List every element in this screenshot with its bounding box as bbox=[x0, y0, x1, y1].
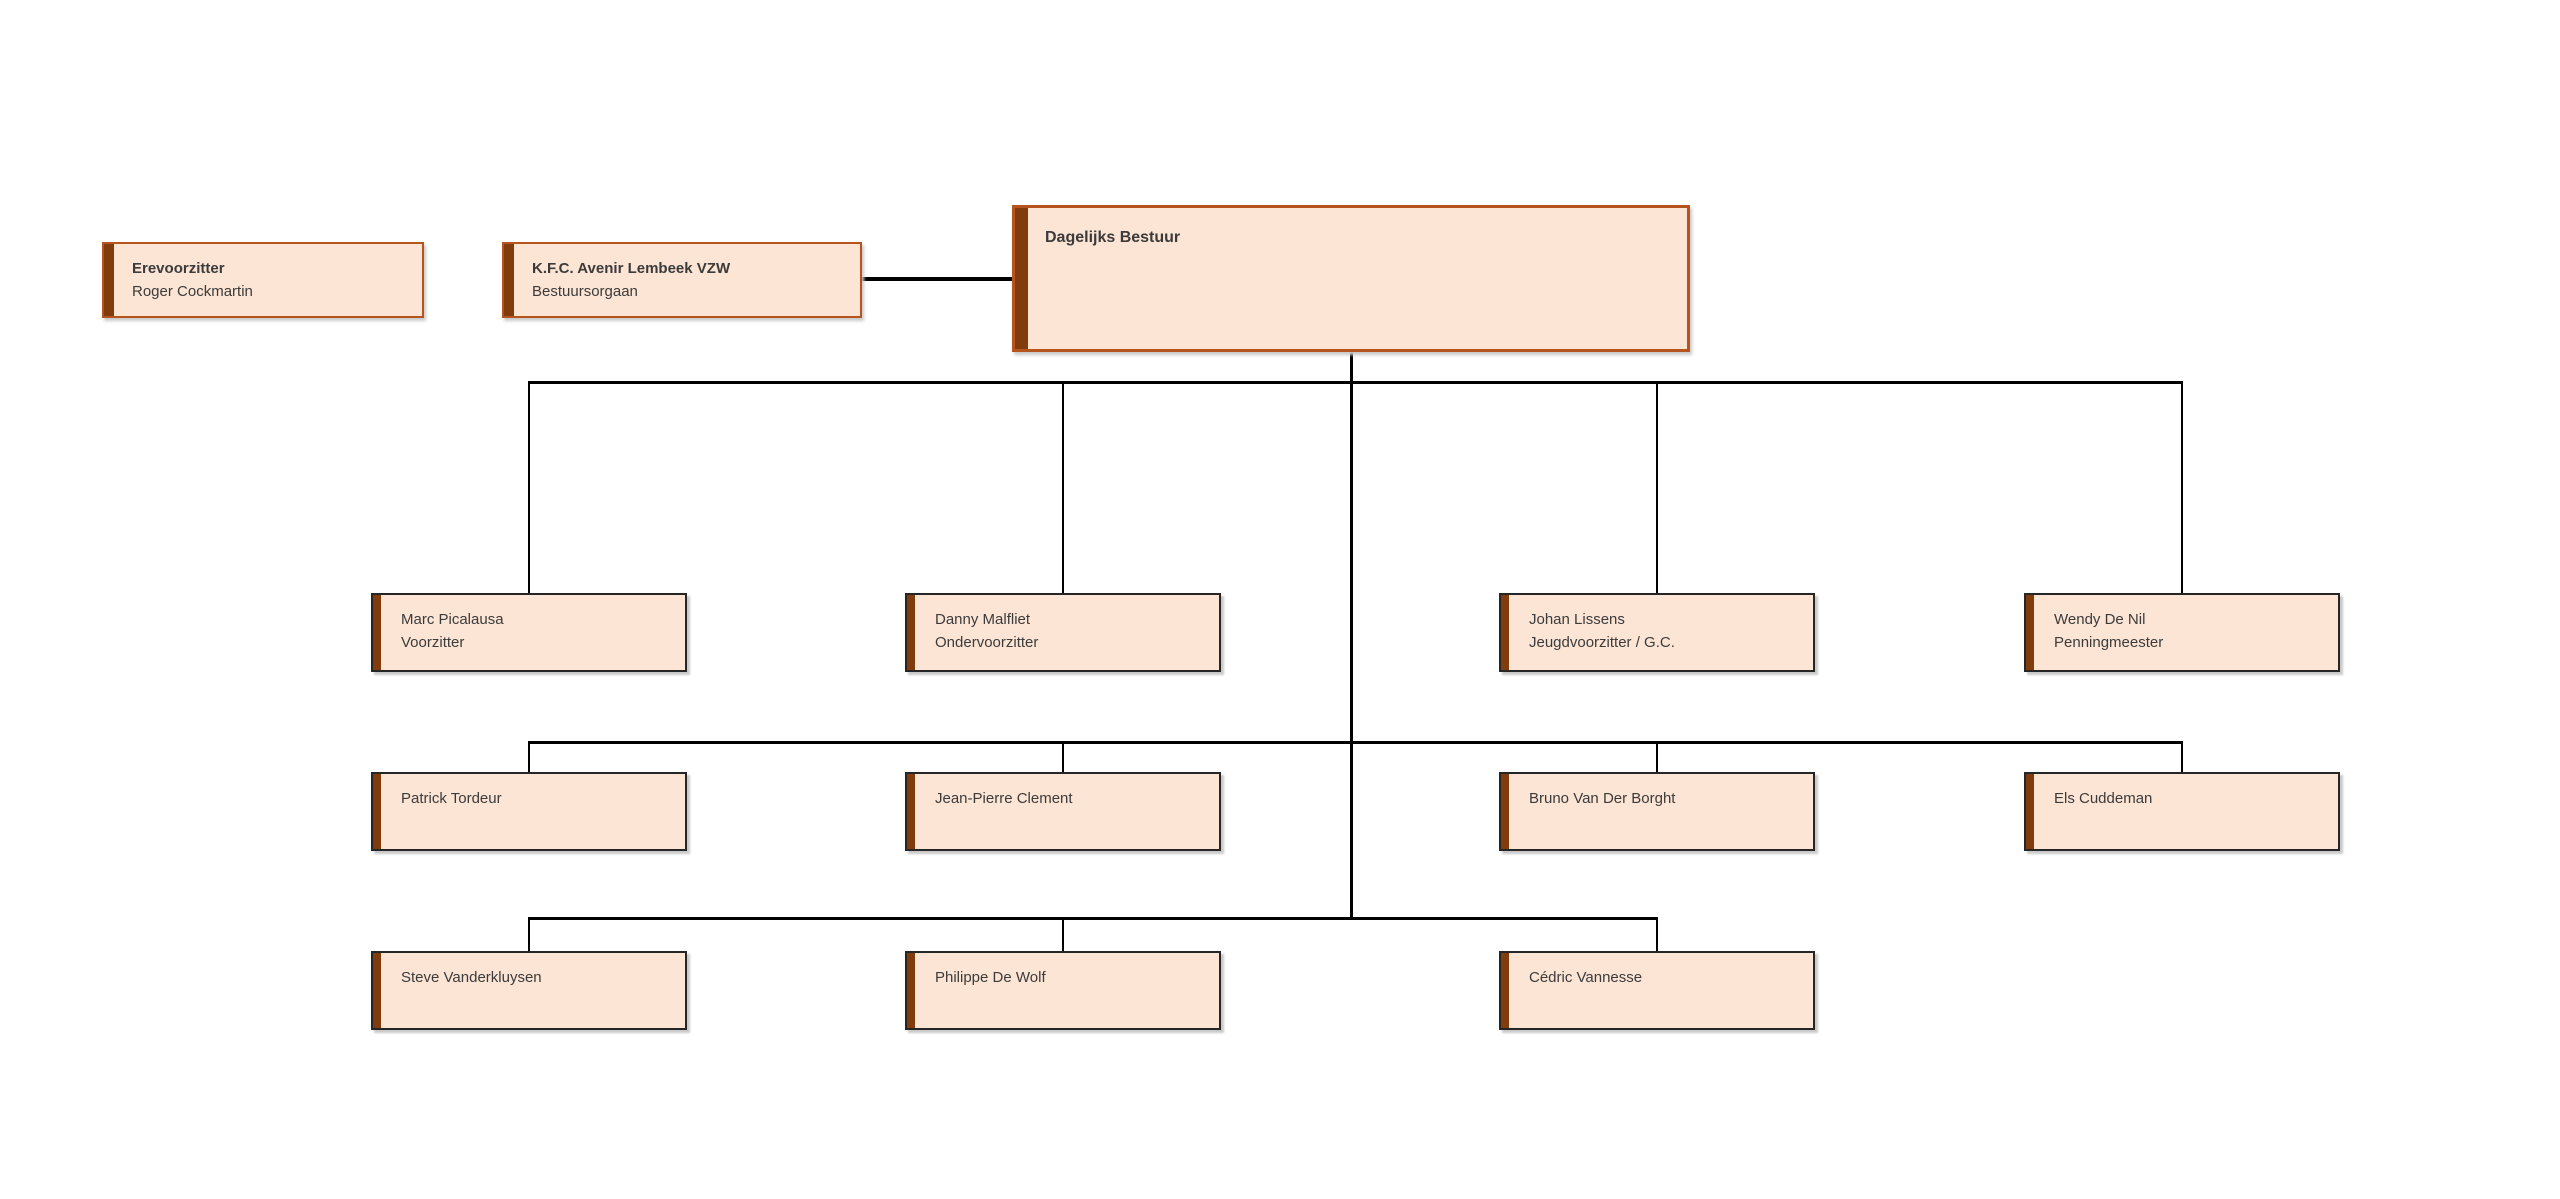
connector-drop-vannesse bbox=[1656, 917, 1658, 951]
node-patrick-tordeur[interactable]: Patrick Tordeur bbox=[371, 772, 687, 851]
connector-bus-level4 bbox=[528, 917, 1658, 920]
connector-drop-de-wolf bbox=[1062, 917, 1064, 951]
node-penningmeester[interactable]: Wendy De Nil Penningmeester bbox=[2024, 593, 2340, 672]
member-name: Els Cuddeman bbox=[2054, 790, 2153, 807]
accent-bar bbox=[907, 595, 915, 670]
member-name: Jean-Pierre Clement bbox=[935, 790, 1073, 807]
connector-bus-level3 bbox=[528, 741, 2183, 744]
accent-bar bbox=[373, 595, 381, 670]
connector-vzw-to-dagelijks bbox=[862, 277, 1012, 281]
accent-bar bbox=[2026, 774, 2034, 849]
accent-bar bbox=[104, 244, 114, 316]
connector-drop-ondervoorzitter bbox=[1062, 381, 1064, 593]
accent-bar bbox=[907, 953, 915, 1028]
node-philippe-de-wolf[interactable]: Philippe De Wolf bbox=[905, 951, 1221, 1030]
node-cedric-vannesse[interactable]: Cédric Vannesse bbox=[1499, 951, 1815, 1030]
connector-drop-penningmeester bbox=[2181, 381, 2183, 593]
member-role: Voorzitter bbox=[401, 634, 465, 651]
member-name: Steve Vanderkluysen bbox=[401, 969, 542, 986]
connector-drop-tordeur bbox=[528, 741, 530, 772]
node-title: Erevoorzitter bbox=[132, 260, 225, 277]
node-ondervoorzitter[interactable]: Danny Malfliet Ondervoorzitter bbox=[905, 593, 1221, 672]
accent-bar bbox=[1015, 208, 1028, 349]
node-subtitle: Bestuursorgaan bbox=[532, 283, 638, 300]
member-name: Patrick Tordeur bbox=[401, 790, 502, 807]
member-name: Danny Malfliet bbox=[935, 611, 1031, 628]
connector-drop-jeugdvoorzitter bbox=[1656, 381, 1658, 593]
connector-bus-level2 bbox=[528, 381, 2183, 384]
connector-drop-voorzitter bbox=[528, 381, 530, 593]
node-jean-pierre-clement[interactable]: Jean-Pierre Clement bbox=[905, 772, 1221, 851]
member-role: Jeugdvoorzitter / G.C. bbox=[1529, 634, 1675, 651]
member-name: Cédric Vannesse bbox=[1529, 969, 1643, 986]
member-role: Penningmeester bbox=[2054, 634, 2164, 651]
member-role: Ondervoorzitter bbox=[935, 634, 1039, 651]
connector-drop-vanderkluysen bbox=[528, 917, 530, 951]
accent-bar bbox=[373, 953, 381, 1028]
member-name: Marc Picalausa bbox=[401, 611, 504, 628]
connector-drop-cuddeman bbox=[2181, 741, 2183, 772]
accent-bar bbox=[907, 774, 915, 849]
connector-center-vertical bbox=[1350, 352, 1353, 918]
member-name: Johan Lissens bbox=[1529, 611, 1625, 628]
member-name: Wendy De Nil bbox=[2054, 611, 2146, 628]
node-title: K.F.C. Avenir Lembeek VZW bbox=[532, 260, 731, 277]
node-els-cuddeman[interactable]: Els Cuddeman bbox=[2024, 772, 2340, 851]
accent-bar bbox=[373, 774, 381, 849]
node-voorzitter[interactable]: Marc Picalausa Voorzitter bbox=[371, 593, 687, 672]
node-steve-vanderkluysen[interactable]: Steve Vanderkluysen bbox=[371, 951, 687, 1030]
node-jeugdvoorzitter-gc[interactable]: Johan Lissens Jeugdvoorzitter / G.C. bbox=[1499, 593, 1815, 672]
connector-drop-van-der-borght bbox=[1656, 741, 1658, 772]
accent-bar bbox=[1501, 953, 1509, 1028]
member-name: Philippe De Wolf bbox=[935, 969, 1046, 986]
node-title: Dagelijks Bestuur bbox=[1045, 229, 1181, 246]
node-subtitle: Roger Cockmartin bbox=[132, 283, 253, 300]
node-dagelijks-bestuur[interactable]: Dagelijks Bestuur bbox=[1012, 205, 1690, 352]
connector-drop-clement bbox=[1062, 741, 1064, 772]
accent-bar bbox=[2026, 595, 2034, 670]
accent-bar bbox=[504, 244, 514, 316]
node-bruno-van-der-borght[interactable]: Bruno Van Der Borght bbox=[1499, 772, 1815, 851]
member-name: Bruno Van Der Borght bbox=[1529, 790, 1676, 807]
accent-bar bbox=[1501, 774, 1509, 849]
node-erevoorzitter[interactable]: Erevoorzitter Roger Cockmartin bbox=[102, 242, 424, 318]
node-bestuursorgaan[interactable]: K.F.C. Avenir Lembeek VZW Bestuursorgaan bbox=[502, 242, 862, 318]
accent-bar bbox=[1501, 595, 1509, 670]
